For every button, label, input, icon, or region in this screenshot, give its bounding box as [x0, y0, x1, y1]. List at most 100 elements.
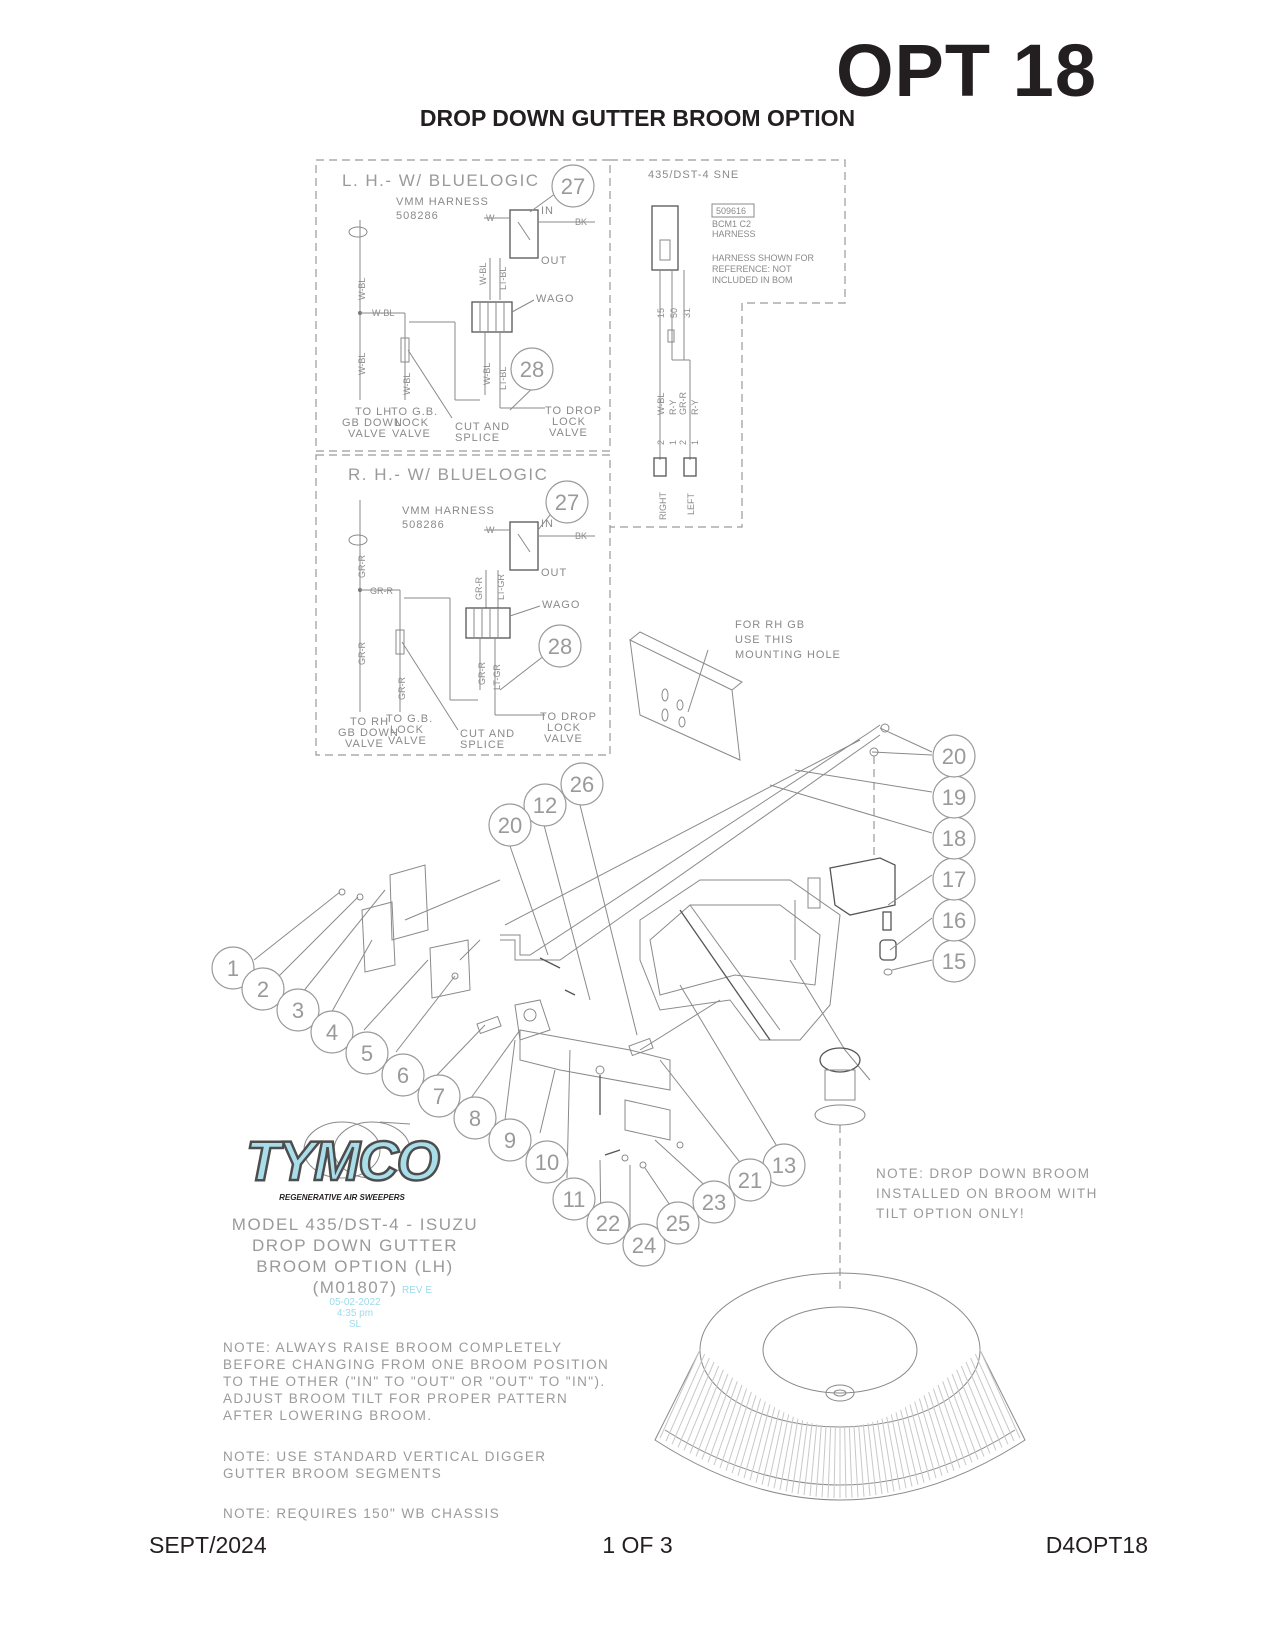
brush-bristle — [659, 1349, 701, 1439]
callout-bubble: 24 — [622, 1223, 666, 1267]
svg-text:24: 24 — [632, 1233, 656, 1258]
revision-label: REV E — [402, 1285, 432, 1296]
svg-text:8: 8 — [469, 1106, 481, 1131]
brush-bristle — [833, 1426, 836, 1498]
brush-bristle — [946, 1377, 979, 1460]
lh-harness-number: 508286 — [396, 210, 439, 222]
sne-side-right: RIGHT — [658, 492, 668, 521]
brush-bristle — [923, 1395, 949, 1474]
rh-wire-label: GR-R — [477, 662, 487, 685]
brush-bristle — [719, 1388, 748, 1469]
lh-drop-label: VALVE — [549, 427, 588, 439]
revision-stamp: 05-02-2022 — [329, 1297, 381, 1308]
svg-text:3: 3 — [292, 998, 304, 1023]
svg-text:10: 10 — [535, 1150, 559, 1175]
svg-text:22: 22 — [596, 1211, 620, 1236]
svg-text:2: 2 — [257, 977, 269, 1002]
sne-wire: R-Y — [668, 400, 678, 416]
brush-bristle — [683, 1365, 720, 1451]
model-block: MODEL 435/DST-4 - ISUZU DROP DOWN GUTTER… — [232, 1215, 478, 1330]
rh-wire-label: LT-GR — [492, 664, 502, 690]
brush-bristle — [713, 1384, 743, 1466]
rh-wire-label: LT-GR — [496, 574, 506, 600]
brush-bristle — [767, 1412, 785, 1487]
brush-bristle — [821, 1426, 827, 1498]
lh-gb-down-label: TO LH — [355, 406, 392, 418]
rh-wire-label: GR-R — [357, 642, 367, 665]
mount-note: USE THIS — [735, 634, 794, 646]
brush-bristle — [695, 1373, 729, 1457]
brush-bristle — [895, 1412, 913, 1487]
brush-bristle — [862, 1424, 871, 1497]
rh-mounting-plate: FOR RH GB USE THIS MOUNTING HOLE — [629, 619, 840, 761]
callout-bubble: 20 — [932, 734, 976, 778]
lh-schematic: L. H.- W/ BLUELOGIC VMM HARNESS 508286 W… — [315, 159, 611, 452]
brush-bristle — [942, 1381, 973, 1463]
svg-text:1: 1 — [227, 956, 239, 981]
brush-bristle — [689, 1369, 724, 1454]
lh-drop-label: TO DROP — [545, 405, 602, 417]
callout-bubble: 11 — [552, 1177, 596, 1221]
callout-bubble: 27 — [551, 164, 595, 208]
brush-bristle — [848, 1426, 853, 1498]
brush-bristle — [755, 1407, 776, 1483]
lh-gb-lock-label: TO G.B. — [391, 406, 438, 418]
callout-bubble: 16 — [932, 898, 976, 942]
logo-tagline: REGENERATIVE AIR SWEEPERS — [279, 1193, 405, 1202]
brush-bristle — [881, 1418, 895, 1492]
note-raise: ADJUST BROOM TILT FOR PROPER PATTERN — [223, 1391, 568, 1406]
svg-text:5: 5 — [361, 1041, 373, 1066]
svg-text:11: 11 — [563, 1187, 586, 1212]
svg-text:15: 15 — [942, 949, 966, 974]
svg-text:17: 17 — [942, 867, 966, 892]
sne-pin: 50 — [669, 308, 679, 318]
lh-gb-down-label: GB DOWN — [342, 417, 403, 429]
rh-gb-down-label: TO RH — [350, 716, 389, 728]
mount-note: FOR RH GB — [735, 619, 805, 631]
sne-note: REFERENCE: NOT — [712, 264, 792, 274]
svg-text:20: 20 — [498, 813, 522, 838]
brush-bristle — [960, 1365, 997, 1451]
brush-bristle — [858, 1425, 865, 1497]
rh-wire-label: GR-R — [370, 586, 393, 596]
sne-wire: W-BL — [656, 393, 666, 415]
svg-text:18: 18 — [942, 826, 966, 851]
brush-bristle — [965, 1361, 1003, 1448]
brush-bristle — [886, 1416, 901, 1491]
rh-gb-down-label: VALVE — [345, 738, 384, 750]
page-title: DROP DOWN GUTTER BROOM OPTION — [419, 105, 856, 131]
model-line: MODEL 435/DST-4 - ISUZU — [232, 1215, 478, 1234]
brush-bristle — [731, 1395, 757, 1474]
note-raise: TO THE OTHER ("IN" TO "OUT" OR "OUT" TO … — [223, 1374, 606, 1389]
note-raise: AFTER LOWERING BROOM. — [223, 1408, 432, 1423]
brush-bristle — [876, 1420, 889, 1493]
callout-bubble: 5 — [345, 1031, 389, 1075]
svg-text:26: 26 — [570, 772, 594, 797]
rh-wago-label: WAGO — [542, 599, 580, 611]
callout-bubble: 3 — [276, 988, 320, 1032]
svg-text:12: 12 — [533, 793, 557, 818]
rh-gb-lock-label: TO G.B. — [386, 713, 433, 725]
callout-bubble: 1 — [211, 946, 255, 990]
callout-bubble: 22 — [586, 1201, 630, 1245]
rh-gb-lock-label: LOCK — [390, 724, 424, 736]
svg-text:23: 23 — [702, 1190, 726, 1215]
lh-wire-label: W-BL — [478, 263, 488, 285]
sne-pin-number: 1 — [690, 440, 700, 445]
callout-bubble: 2 — [241, 967, 285, 1011]
svg-text:25: 25 — [666, 1211, 690, 1236]
brush-bristle — [853, 1426, 859, 1498]
callout-bubble: 28 — [538, 624, 582, 668]
rh-wire-label: GR-R — [357, 555, 367, 578]
lh-in-label: IN — [541, 205, 554, 217]
brush-bristle — [979, 1349, 1021, 1439]
rh-wire-bk: BK — [575, 531, 587, 541]
rh-drop-label: TO DROP — [540, 711, 597, 723]
svg-text:19: 19 — [942, 785, 966, 810]
lh-drop-label: LOCK — [552, 416, 586, 428]
rh-title: R. H.- W/ BLUELOGIC — [348, 465, 548, 484]
callout-bubble: 7 — [417, 1074, 461, 1118]
callout-bubble: 23 — [692, 1180, 736, 1224]
lh-cut-label: SPLICE — [455, 432, 500, 444]
